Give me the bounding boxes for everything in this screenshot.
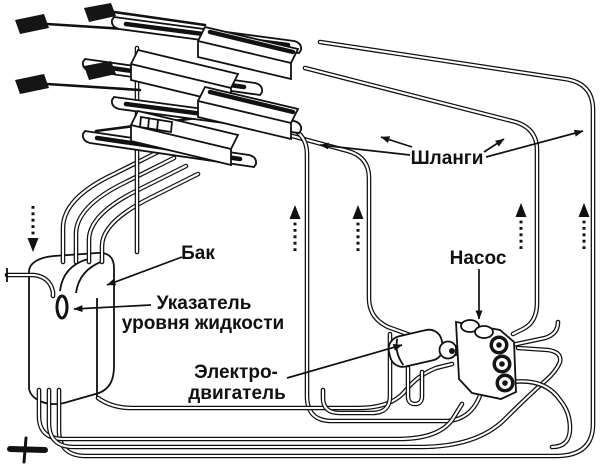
hose-loop — [320, 331, 393, 416]
cylinder-grip — [84, 3, 116, 22]
label-pump: Насос — [450, 248, 507, 269]
rod-fitting — [139, 115, 173, 134]
callouts: Шланги Бак Указатель уровня жидкости Нас… — [73, 129, 584, 404]
cylinder-grip — [15, 74, 49, 94]
hose-u-bend — [405, 365, 425, 407]
flow-arrow-up — [514, 201, 528, 251]
label-level-indicator-line2: уровня жидкости — [122, 313, 284, 334]
flow-arrow-down — [26, 204, 40, 254]
fluid-level-indicator — [55, 294, 69, 320]
hose-pump-right-down — [509, 379, 573, 450]
cylinder-grip — [84, 61, 116, 80]
label-motor-line2: двигатель — [188, 383, 286, 404]
cylinder-grip — [15, 14, 49, 34]
label-tank: Бак — [181, 243, 215, 264]
hose-right-to-pump — [302, 65, 540, 337]
pump — [455, 319, 517, 400]
flow-arrow-up — [577, 201, 591, 251]
pump-port — [492, 354, 512, 374]
flow-arrow-up — [288, 203, 302, 253]
cylinder-block — [197, 25, 300, 81]
cylinder-block — [197, 85, 300, 141]
label-level-indicator-line1: Указатель — [157, 293, 252, 314]
hose-mid-right — [237, 119, 435, 346]
label-motor-line1: Электро- — [194, 362, 278, 383]
hydraulic-cylinders — [15, 3, 303, 168]
flow-arrow-up — [351, 203, 365, 253]
pump-port — [495, 373, 515, 393]
label-hoses: Шланги — [411, 148, 484, 169]
pump-port — [489, 335, 509, 355]
drain-fitting — [6, 268, 48, 464]
